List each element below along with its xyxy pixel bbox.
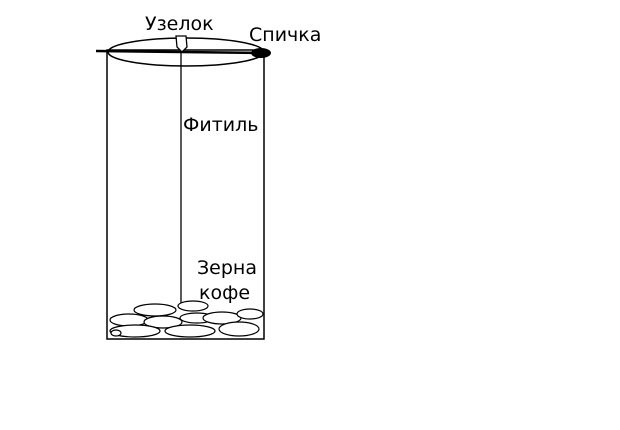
- beans-label-line1: Зерна: [197, 257, 257, 279]
- coffee-bean: [164, 324, 216, 338]
- coffee-bean: [236, 308, 264, 320]
- knot-label: Узелок: [145, 13, 214, 35]
- coffee-beans: [109, 300, 264, 338]
- coffee-bean: [109, 324, 161, 338]
- glass-container: [106, 49, 265, 340]
- wick-label: Фитиль: [183, 114, 258, 136]
- beans-label-line2: кофе: [199, 282, 250, 304]
- match-stick: [95, 49, 263, 55]
- knot: [175, 35, 188, 53]
- match-label: Спичка: [249, 24, 321, 46]
- match-head: [251, 48, 271, 58]
- coffee-bean: [109, 313, 149, 327]
- coffee-bean: [133, 303, 177, 317]
- coffee-bean: [143, 315, 183, 329]
- coffee-bean: [218, 321, 260, 337]
- coffee-bean: [177, 300, 209, 312]
- coffee-bean: [110, 329, 122, 337]
